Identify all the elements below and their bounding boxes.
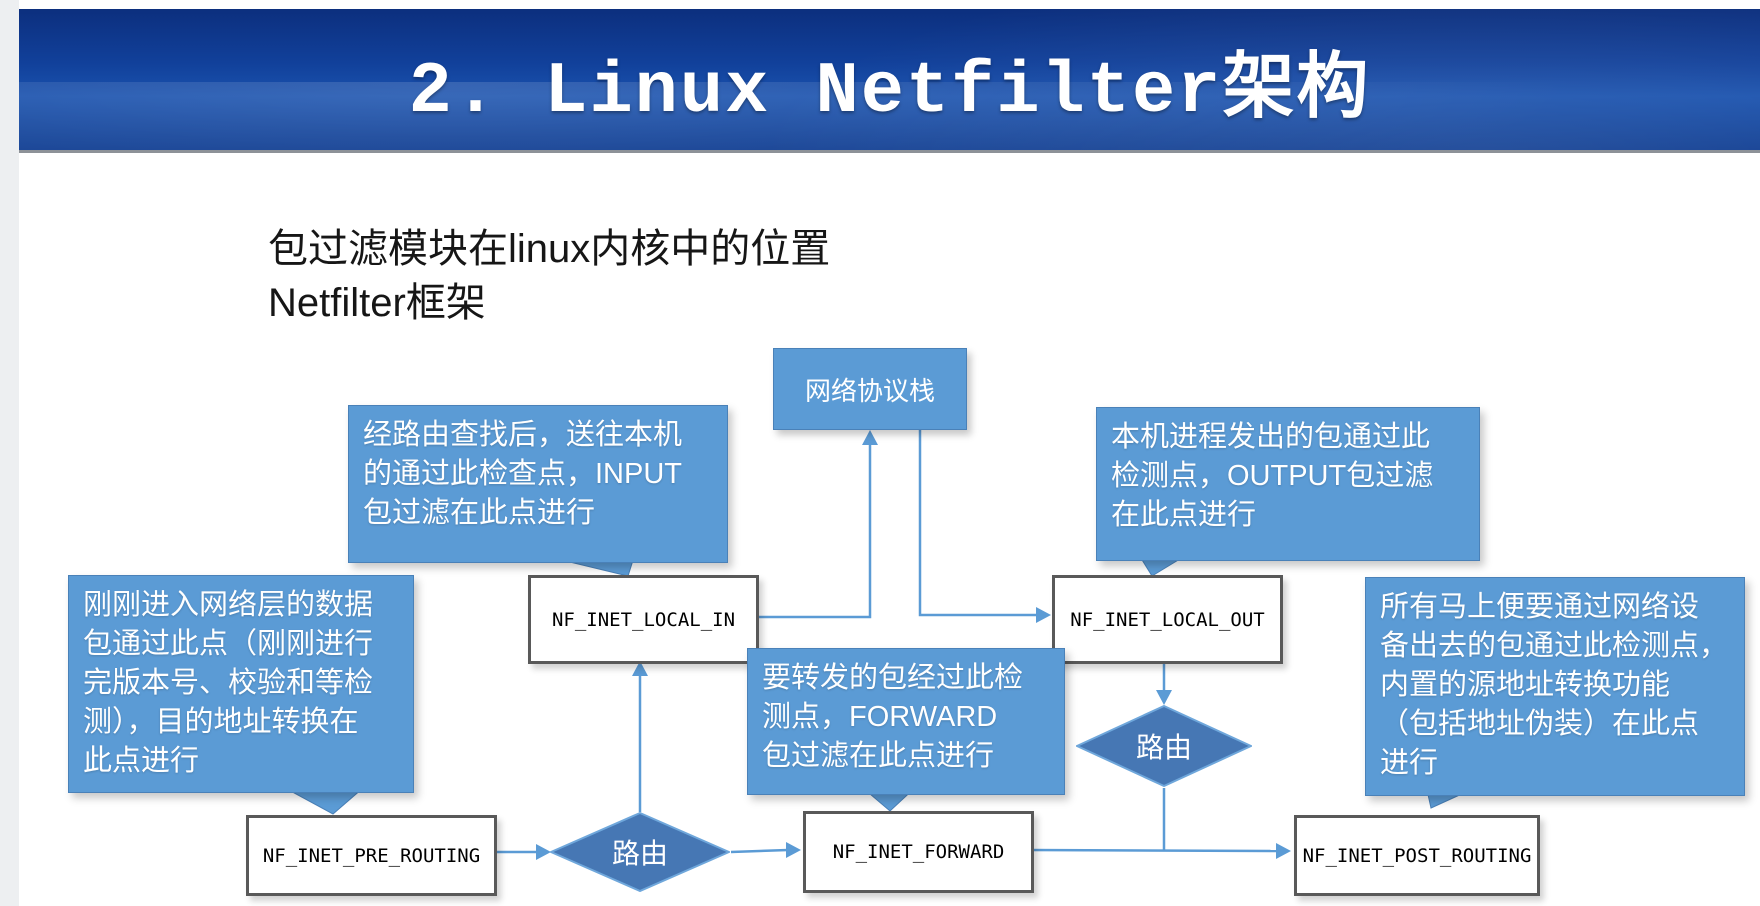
diamond-label: 路由 [1135,732,1192,763]
diamond-shape [1076,705,1252,787]
node-label: NF_INET_FORWARD [832,841,1005,863]
callout-pre-routing: 刚刚进入网络层的数据 包通过此点（刚刚进行 完版本号、校验和等检 测），目的地址… [68,575,414,793]
callout-local-in: 经路由查找后，送往本机 的通过此检查点，INPUT 包过滤在此点进行 [348,405,728,563]
slide-subtitle: 包过滤模块在linux内核中的位置 Netfilter框架 [268,227,831,325]
callout-local-out: 本机进程发出的包通过此 检测点，OUTPUT包过滤 在此点进行 [1096,407,1480,561]
callout-post-routing: 所有马上便要通过网络设 备出去的包通过此检测点， 内置的源地址转换功能 （包括地… [1365,577,1745,796]
routing-decision-diamond-2: 路由 [1076,705,1252,787]
node-nf-inet-post-routing: NF_INET_POST_ROUTING [1294,815,1540,896]
diamond-label: 路由 [611,838,668,869]
node-label: NF_INET_LOCAL_IN [551,608,736,631]
node-nf-inet-forward: NF_INET_FORWARD [803,811,1034,893]
callout-forward: 要转发的包经过此检 测点，FORWARD 包过滤在此点进行 [747,648,1065,795]
slide-title: 2. Linux Netfilter架构 [408,50,1371,133]
node-label: NF_INET_LOCAL_OUT [1070,608,1265,631]
node-nf-inet-local-in: NF_INET_LOCAL_IN [528,575,759,664]
left-gutter [0,0,19,906]
diamond-shape [550,812,730,892]
network-protocol-stack-box: 网络协议栈 [773,348,967,430]
node-label: NF_INET_PRE_ROUTING [262,844,481,867]
node-nf-inet-pre-routing: NF_INET_PRE_ROUTING [246,815,497,896]
node-nf-inet-local-out: NF_INET_LOCAL_OUT [1052,575,1283,664]
routing-decision-diamond-1: 路由 [550,812,730,892]
node-label: NF_INET_POST_ROUTING [1302,844,1532,867]
network-protocol-stack-label: 网络协议栈 [804,375,935,406]
